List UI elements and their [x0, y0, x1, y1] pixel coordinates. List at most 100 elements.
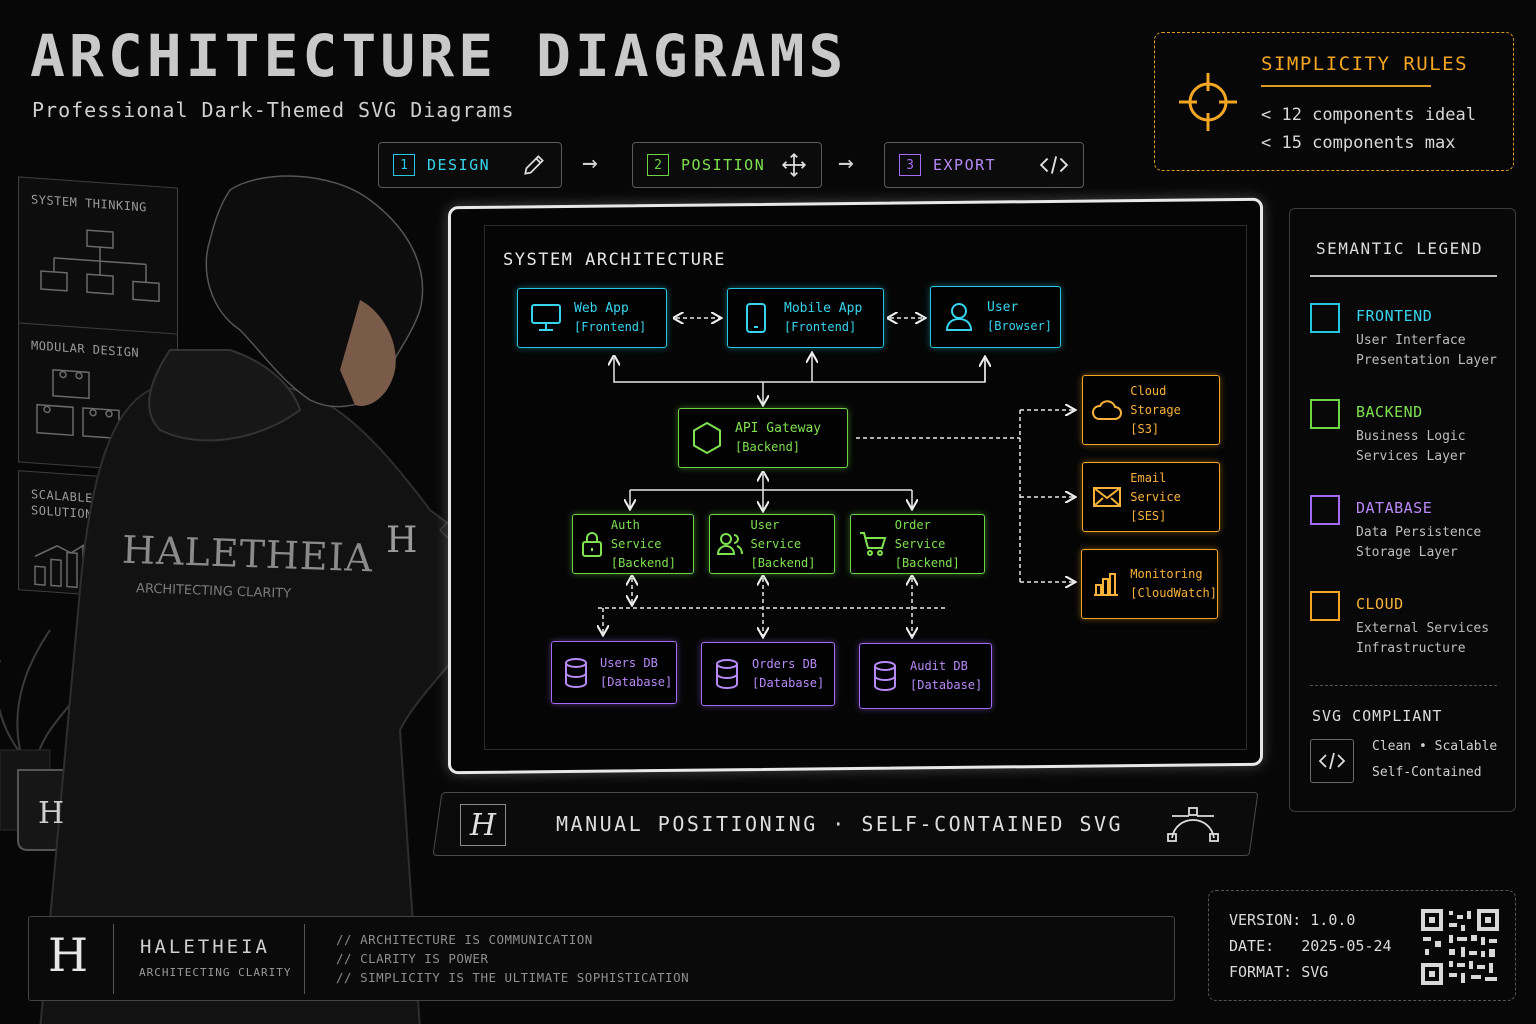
legend-item-name: CLOUD: [1356, 595, 1404, 613]
footer-motto: // SIMPLICITY IS THE ULTIMATE SOPHISTICA…: [336, 970, 690, 985]
user-icon: [945, 303, 973, 331]
arrow-separator: →: [838, 148, 854, 178]
legend-item-name: BACKEND: [1356, 403, 1423, 421]
simplicity-rule: < 12 components ideal: [1261, 105, 1476, 125]
svg-compliant-line: Clean • Scalable: [1372, 739, 1498, 754]
node-order-service[interactable]: Order Service [Backend]: [850, 514, 985, 574]
code-icon: [1310, 739, 1354, 783]
legend-item-desc: Storage Layer: [1356, 545, 1458, 560]
qr-code-icon: [1421, 909, 1499, 985]
node-monitoring[interactable]: Monitoring [CloudWatch]: [1081, 549, 1218, 619]
node-type: [Database]: [910, 678, 983, 692]
node-name: Web App: [574, 301, 629, 316]
hierarchy-icon: [40, 229, 160, 303]
legend-swatch: [1310, 495, 1340, 525]
hexagon-icon: [693, 421, 721, 455]
crosshair-icon: [1179, 73, 1237, 131]
node-user-service[interactable]: User Service[Backend]: [709, 514, 835, 574]
svg-compliant-line: Self-Contained: [1372, 765, 1482, 780]
title-underline: [1261, 85, 1431, 87]
legend-swatch: [1310, 591, 1340, 621]
step-design[interactable]: 1 DESIGN: [378, 142, 562, 188]
node-type: [CloudWatch]: [1130, 586, 1217, 600]
legend-item-name: FRONTEND: [1356, 307, 1433, 325]
node-type: [S3]: [1130, 421, 1160, 436]
brand-logo: H: [460, 804, 506, 846]
legend-swatch: [1310, 303, 1340, 333]
node-cloud-storage[interactable]: Cloud Storage [S3]: [1082, 375, 1220, 445]
node-type: [Database]: [600, 674, 673, 689]
legend-item-desc: Business Logic: [1356, 429, 1466, 444]
step-label: DESIGN: [427, 156, 491, 174]
node-name: Cloud Storage: [1130, 383, 1181, 417]
step-position[interactable]: 2 POSITION: [632, 142, 822, 188]
node-name: Monitoring: [1130, 567, 1203, 581]
footer-brand: HALETHEIA: [140, 936, 270, 958]
node-type: [Frontend]: [784, 320, 857, 334]
cart-icon: [859, 532, 887, 556]
legend-item-desc: Services Layer: [1356, 449, 1466, 464]
node-name: Orders DB: [752, 657, 818, 671]
legend-swatch: [1310, 399, 1340, 429]
node-auth-service[interactable]: Auth Service[Backend]: [572, 514, 694, 574]
legend-item-desc: Infrastructure: [1356, 641, 1466, 656]
footer-tagline: ARCHITECTING CLARITY: [139, 966, 292, 979]
meta-panel: VERSION: 1.0.0 DATE: 2025-05-24 FORMAT: …: [1208, 890, 1516, 1001]
node-name: Users DB: [600, 655, 658, 670]
node-name: Email Service: [1130, 470, 1181, 504]
simplicity-rule: < 15 components max: [1261, 133, 1456, 153]
database-icon: [716, 659, 738, 689]
node-type: [Backend]: [750, 555, 816, 570]
lock-icon: [581, 532, 602, 557]
page-subtitle: Professional Dark-Themed SVG Diagrams: [32, 98, 515, 122]
node-type: [Backend]: [735, 440, 801, 454]
step-export[interactable]: 3 EXPORT: [884, 142, 1084, 188]
simplicity-rules-panel: SIMPLICITY RULES < 12 components ideal <…: [1154, 32, 1514, 171]
node-name: Mobile App: [784, 301, 863, 316]
pencil-icon: [524, 155, 544, 175]
move-icon: [781, 152, 807, 178]
semantic-legend-panel: SEMANTIC LEGEND FRONTEND User Interface …: [1289, 208, 1516, 812]
mail-icon: [1092, 487, 1121, 507]
node-type: [Backend]: [610, 555, 676, 570]
legend-item-name: DATABASE: [1356, 499, 1433, 517]
step-number: 1: [393, 154, 415, 176]
meta-format: FORMAT: SVG: [1229, 963, 1329, 981]
node-user[interactable]: User[Browser]: [930, 286, 1061, 348]
footer-panel: [28, 916, 1175, 1001]
legend-item-desc: User Interface: [1356, 333, 1466, 348]
monitor-icon: [531, 304, 561, 331]
bezier-curve-icon: [1167, 807, 1219, 842]
database-icon: [874, 661, 896, 691]
node-type: [Backend]: [894, 555, 960, 570]
node-users-db[interactable]: Users DB [Database]: [551, 641, 677, 704]
node-name: User: [987, 300, 1019, 315]
node-name: Order Service: [894, 517, 946, 551]
mug-logo: H: [38, 796, 65, 831]
cloud-icon: [1091, 400, 1122, 420]
legend-item-desc: Presentation Layer: [1356, 353, 1497, 368]
node-mobile-app[interactable]: Mobile App [Frontend]: [727, 288, 884, 348]
meta-date: DATE: 2025-05-24: [1229, 937, 1392, 955]
page-title: ARCHITECTURE DIAGRAMS: [30, 22, 848, 90]
node-email-service[interactable]: Email Service [SES]: [1082, 462, 1220, 532]
node-orders-db[interactable]: Orders DB[Database]: [701, 642, 835, 706]
footer-motto: // ARCHITECTURE IS COMMUNICATION: [336, 932, 593, 947]
phone-icon: [746, 303, 766, 333]
footer-logo: H: [48, 928, 89, 982]
hoodie-brand: HALETHEIA: [121, 527, 374, 581]
wall-panel-system-thinking: SYSTEM THINKING: [18, 176, 178, 336]
node-api-gateway[interactable]: API Gateway [Backend]: [678, 408, 848, 468]
node-audit-db[interactable]: Audit DB[Database]: [859, 643, 992, 709]
divider: [304, 924, 305, 994]
code-icon: [1039, 156, 1069, 174]
node-name: API Gateway: [735, 421, 822, 436]
whiteboard-canvas: [484, 225, 1247, 750]
step-label: POSITION: [681, 156, 766, 174]
divider: [1310, 685, 1497, 686]
arrow-separator: →: [582, 148, 598, 178]
node-web-app[interactable]: Web App[Frontend]: [517, 288, 667, 348]
step-label: EXPORT: [933, 156, 997, 174]
database-icon: [565, 657, 587, 688]
node-type: [SES]: [1130, 508, 1167, 523]
